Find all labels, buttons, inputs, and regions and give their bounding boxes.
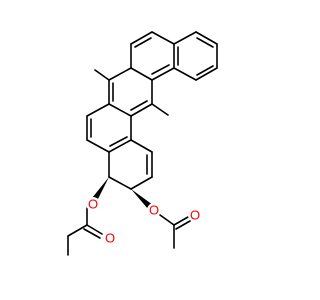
acetate-right [131, 189, 191, 249]
bond [151, 31, 175, 45]
acetate-left [67, 177, 109, 256]
bond [173, 216, 189, 226]
oxygen-label: O [190, 208, 200, 223]
oxygen-atom-ester-right: O [147, 203, 161, 218]
bond [151, 67, 175, 81]
bond [83, 228, 101, 239]
dihydro-ring [108, 139, 153, 190]
oxygen-atom-carbonyl-right: O [188, 208, 202, 223]
bond [195, 67, 218, 81]
wedge-bond [92, 177, 109, 201]
bond [159, 214, 175, 226]
methyl-bond-top [94, 69, 110, 81]
oxygen-label: O [88, 197, 98, 212]
bond [86, 103, 110, 117]
bond [173, 31, 197, 45]
ring-d [86, 103, 132, 153]
bond [86, 139, 110, 153]
bond-layer [67, 31, 218, 256]
bond [130, 176, 153, 190]
bond [86, 224, 103, 235]
oxygen-label: O [149, 203, 159, 218]
atom-label-layer: O O O O [86, 197, 202, 246]
bond [130, 67, 153, 81]
bond [108, 176, 132, 190]
bond [173, 67, 197, 81]
bond [130, 100, 148, 111]
oxygen-atom-ester-left: O [86, 197, 100, 212]
bond [130, 31, 153, 45]
bond [130, 139, 153, 153]
bond [130, 103, 153, 117]
bond [196, 37, 214, 48]
terminal-benzene-ring [173, 31, 218, 81]
ring-b [130, 31, 175, 81]
bond [175, 220, 191, 230]
bond [109, 136, 128, 147]
bond [151, 64, 170, 75]
bond [108, 139, 132, 153]
bond [195, 31, 218, 45]
oxygen-label: O [105, 231, 115, 246]
molecule-diagram: O O O O [67, 31, 218, 256]
bond [67, 224, 88, 237]
bond [108, 103, 132, 117]
methyl-bond-right [151, 103, 169, 116]
ring-c [108, 67, 153, 117]
bond [108, 67, 132, 81]
oxygen-atom-carbonyl-left: O [103, 231, 117, 246]
bond [134, 37, 152, 48]
bond [196, 65, 214, 76]
wedge-bond [131, 189, 153, 209]
